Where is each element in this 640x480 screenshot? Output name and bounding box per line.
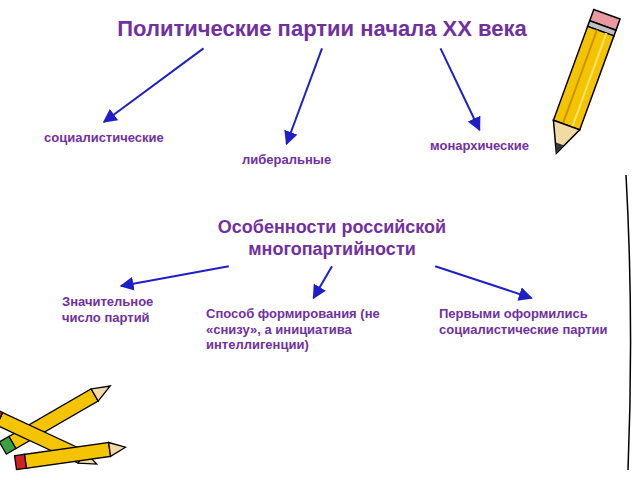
feature-label: Значительное число партий bbox=[60, 292, 182, 327]
pencil-facet bbox=[572, 33, 606, 127]
pencil-body bbox=[24, 443, 110, 469]
arrow-connector bbox=[314, 266, 333, 298]
pencil-lead bbox=[553, 143, 564, 155]
pencil-tip bbox=[109, 440, 127, 456]
feature-label: Способ формирования (не «снизу», а иници… bbox=[204, 304, 423, 355]
node-text: социалистические bbox=[44, 130, 164, 146]
node-text: Особенности российской многопартийности bbox=[162, 217, 502, 260]
title-heading: Политические партии начала XX века bbox=[85, 14, 559, 44]
pencil-body bbox=[553, 26, 614, 130]
arrow-connector bbox=[441, 48, 480, 130]
node-text: либеральные bbox=[242, 152, 331, 168]
pencil-facet bbox=[563, 30, 597, 124]
pencil-eraser bbox=[0, 408, 3, 425]
node-text: Способ формирования (не «снизу», а иници… bbox=[206, 306, 421, 353]
pencil-eraser bbox=[0, 436, 16, 454]
pencil-icon bbox=[15, 440, 127, 469]
node-text: Политические партии начала XX века bbox=[87, 16, 557, 42]
feature-label: Первыми оформились социалистические парт… bbox=[437, 304, 626, 339]
arrow-connector bbox=[435, 266, 531, 298]
node-text: Значительное число партий bbox=[62, 294, 180, 325]
section-heading: Особенности российской многопартийности bbox=[160, 215, 504, 262]
category-label: социалистические bbox=[42, 128, 166, 148]
node-text: Первыми оформились социалистические парт… bbox=[439, 306, 624, 337]
node-text: монархические bbox=[430, 138, 529, 154]
arrow-connector bbox=[121, 266, 229, 286]
pencil-eraser bbox=[15, 454, 27, 469]
pencil-tip bbox=[543, 120, 580, 158]
page-edge bbox=[626, 175, 631, 470]
category-label: либеральные bbox=[240, 150, 333, 170]
pencil-icon bbox=[543, 9, 620, 158]
category-label: монархические bbox=[428, 136, 531, 156]
arrow-connector bbox=[287, 48, 322, 144]
pencil-tip bbox=[91, 380, 114, 401]
arrow-connector bbox=[104, 48, 204, 122]
